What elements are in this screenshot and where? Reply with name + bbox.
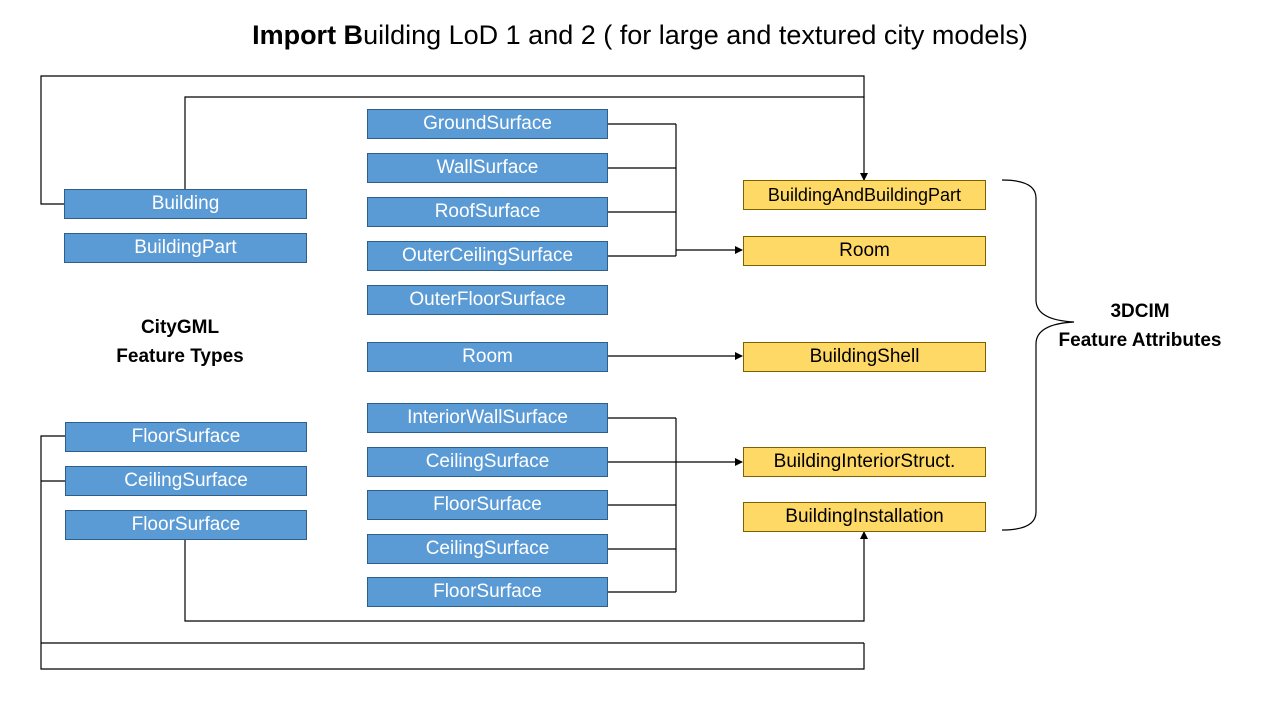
middle-room-label: Room — [462, 346, 513, 367]
roof-surface-box: RoofSurface — [367, 197, 608, 227]
building-installation-label: BuildingInstallation — [785, 506, 944, 527]
citygml-caption-line2: Feature Types — [116, 346, 244, 367]
building-box: Building — [64, 189, 307, 219]
middle-floor-surface-label-2: FloorSurface — [433, 581, 542, 602]
building-and-building-part-box: BuildingAndBuildingPart — [743, 180, 986, 210]
room-target-box: Room — [743, 236, 986, 266]
3dcim-caption-line2: Feature Attributes — [1058, 330, 1222, 351]
middle-floor-surface-box-2: FloorSurface — [367, 577, 608, 607]
outer-ceiling-surface-box: OuterCeilingSurface — [367, 241, 608, 271]
outer-floor-surface-label: OuterFloorSurface — [409, 289, 566, 310]
diagram-title: Import Building LoD 1 and 2 ( for large … — [0, 20, 1280, 51]
3dcim-caption: 3DCIM Feature Attributes — [1040, 297, 1240, 355]
middle-ceiling-surface-label-1: CeilingSurface — [425, 451, 550, 472]
right-curly-brace — [1001, 179, 1075, 531]
ground-surface-box: GroundSurface — [367, 109, 608, 139]
left-ceiling-surface-box: CeilingSurface — [65, 466, 307, 496]
building-interior-struct-label: BuildingInteriorStruct. — [773, 451, 956, 472]
roof-surface-label: RoofSurface — [434, 201, 541, 222]
middle-ceiling-surface-label-2: CeilingSurface — [425, 538, 550, 559]
middle-ceiling-surface-box-1: CeilingSurface — [367, 447, 608, 477]
wall-surface-box: WallSurface — [367, 153, 608, 183]
building-shell-label: BuildingShell — [809, 346, 920, 367]
left-floor-surface-label-1: FloorSurface — [131, 426, 241, 447]
connector-building-outer-loop — [40, 75, 865, 205]
outer-floor-surface-box: OuterFloorSurface — [367, 285, 608, 315]
connector-left-surfaces-outer-loop — [40, 435, 865, 670]
connector-floor-surface-to-building-installation — [184, 531, 868, 622]
title-bold-part: Import B — [252, 20, 364, 50]
building-part-box: BuildingPart — [64, 233, 307, 263]
connector-building-to-building-and-building-part — [184, 96, 868, 189]
building-interior-struct-box: BuildingInteriorStruct. — [743, 447, 986, 477]
building-label: Building — [151, 193, 220, 214]
building-and-building-part-label: BuildingAndBuildingPart — [767, 184, 962, 205]
interior-wall-surface-label: InteriorWallSurface — [407, 407, 568, 428]
citygml-caption: CityGML Feature Types — [80, 313, 280, 371]
citygml-caption-line1: CityGML — [140, 317, 220, 338]
title-regular-part: uilding LoD 1 and 2 ( for large and text… — [363, 20, 1028, 50]
left-ceiling-surface-label: CeilingSurface — [124, 470, 248, 491]
middle-floor-surface-box-1: FloorSurface — [367, 490, 608, 520]
middle-ceiling-surface-box-2: CeilingSurface — [367, 534, 608, 564]
interior-wall-surface-box: InteriorWallSurface — [367, 403, 608, 433]
left-floor-surface-box-2: FloorSurface — [65, 510, 307, 540]
middle-room-box: Room — [367, 342, 608, 372]
wall-surface-label: WallSurface — [436, 157, 539, 178]
outer-ceiling-surface-label: OuterCeilingSurface — [401, 245, 574, 266]
left-floor-surface-box-1: FloorSurface — [65, 422, 307, 452]
building-shell-box: BuildingShell — [743, 342, 986, 372]
building-installation-box: BuildingInstallation — [743, 502, 986, 532]
left-floor-surface-label-2: FloorSurface — [131, 514, 241, 535]
room-target-label: Room — [839, 240, 890, 261]
3dcim-caption-line1: 3DCIM — [1110, 301, 1170, 322]
ground-surface-label: GroundSurface — [423, 113, 552, 134]
middle-floor-surface-label-1: FloorSurface — [433, 494, 542, 515]
building-part-label: BuildingPart — [134, 237, 237, 258]
